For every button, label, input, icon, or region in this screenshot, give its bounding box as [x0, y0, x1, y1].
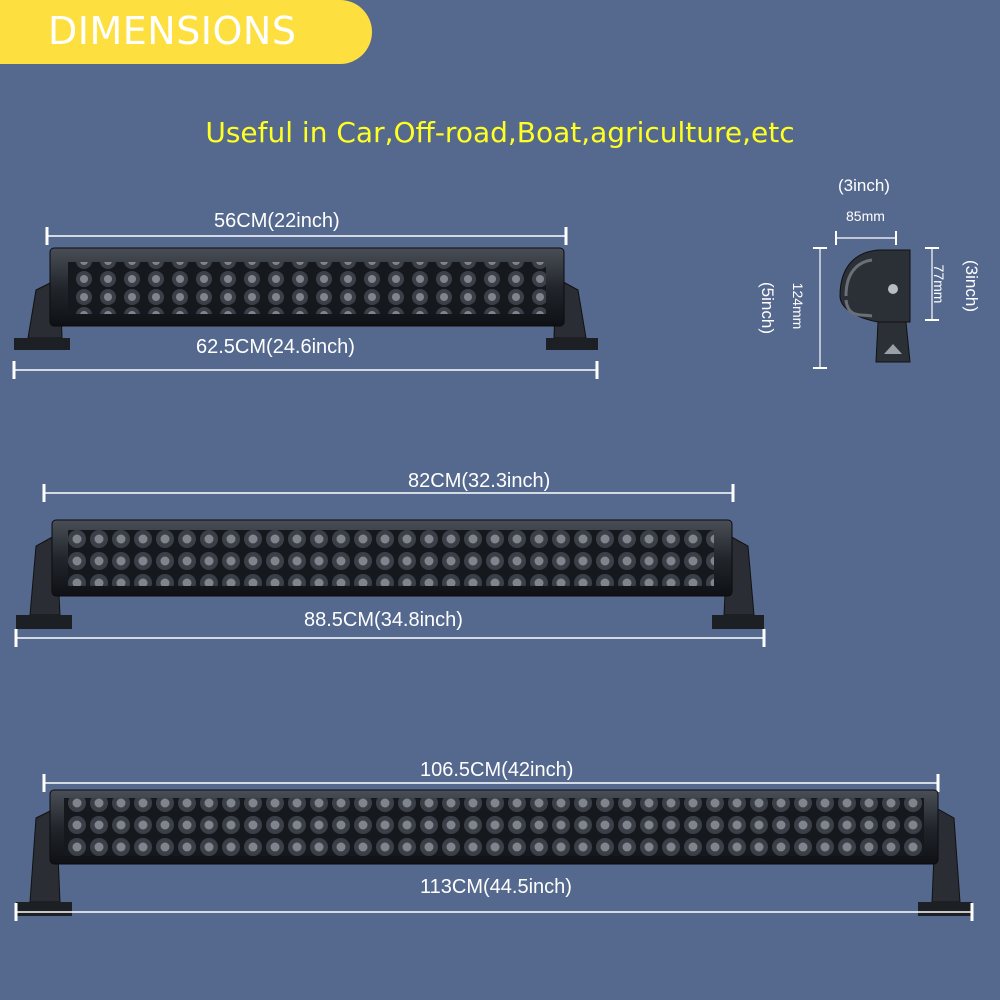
badge-label: DIMENSIONS [48, 9, 297, 53]
side-depth-inch: (3inch) [962, 260, 981, 312]
light-bar-3 [14, 774, 974, 921]
light-bar-2 [14, 484, 766, 647]
bar3-inner-length: 106.5CM(42inch) [420, 759, 574, 781]
bar1-inner-length: 56CM(22inch) [214, 210, 340, 232]
side-view [812, 230, 940, 370]
side-width-mm: 85mm [846, 208, 885, 224]
light-bar-1 [12, 227, 599, 379]
subtitle: Useful in Car,Off-road,Boat,agriculture,… [205, 116, 795, 149]
bar1-overall-length: 62.5CM(24.6inch) [196, 336, 355, 358]
bar2-inner-length: 82CM(32.3inch) [408, 470, 551, 492]
side-width-inch: (3inch) [838, 176, 890, 195]
side-depth-mm: 77mm [931, 264, 947, 304]
side-height-inch: (5inch) [758, 282, 777, 334]
bar3-overall-length: 113CM(44.5inch) [420, 876, 572, 898]
bar2-overall-length: 88.5CM(34.8inch) [304, 609, 463, 631]
dimensions-badge: DIMENSIONS [0, 0, 372, 64]
side-height-mm: 124mm [790, 282, 806, 330]
